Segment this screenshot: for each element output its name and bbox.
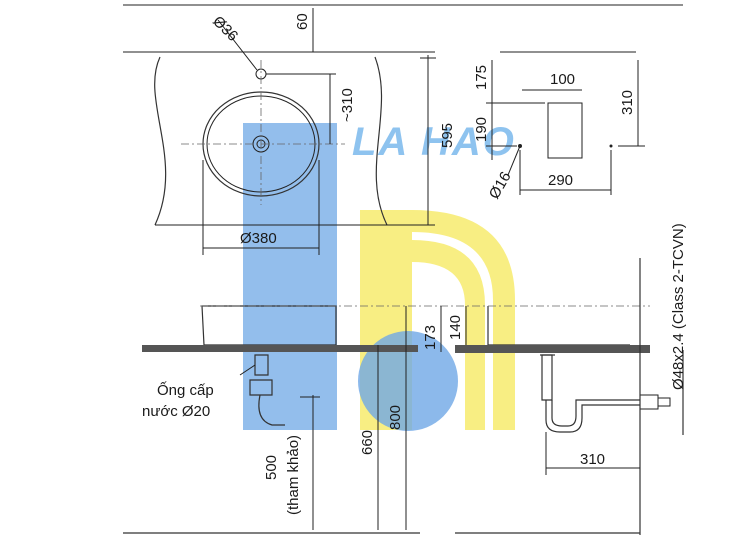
dim-wall-175: 175: [473, 65, 490, 90]
logo-yellow-arch: [412, 210, 515, 430]
logo-watermark: LA HAO: [243, 120, 516, 431]
dim-counter-800: 800: [387, 405, 404, 430]
dim-wall-290: 290: [548, 172, 573, 189]
dim-drain-pipe: Ø48x2.4 (Class 2-TCVN): [670, 223, 687, 390]
logo-blue-circle: [358, 331, 458, 431]
logo-blue-bar: [243, 123, 337, 430]
dim-supply-note: (tham khảo): [285, 435, 302, 515]
counter-slab-right: [455, 345, 650, 353]
supply-label-2: nước Ø20: [142, 403, 210, 420]
supply-label-1: Ống cấp: [157, 381, 214, 399]
counter-slab-left: [142, 345, 418, 352]
dim-wall-190: 190: [473, 117, 490, 142]
dim-wall-310: 310: [619, 90, 636, 115]
dim-supply-500: 500: [263, 455, 280, 480]
drain-pipe: [541, 354, 553, 401]
dim-basin-diameter: Ø380: [240, 230, 277, 247]
dim-595: 595: [439, 123, 456, 148]
dim-basin-140: 140: [447, 315, 464, 340]
dim-drain-hole: Ø36: [209, 13, 241, 45]
dim-wall-pipe: Ø16: [486, 169, 515, 202]
dim-basin-173: 173: [422, 325, 439, 350]
supply-valve: [254, 354, 269, 376]
logo-text: LA HAO: [352, 120, 516, 164]
dim-wall-100: 100: [550, 71, 575, 88]
wall-box: [547, 102, 583, 159]
top-view: Ø36 60 ~310 595 Ø380: [123, 4, 683, 255]
logo-yellow-arch-inner: [412, 240, 485, 430]
dim-trap-310: 310: [580, 451, 605, 468]
dim-offset-310: ~310: [339, 88, 356, 122]
p-trap: [545, 400, 640, 433]
front-view: Ống cấp nước Ø20 500 (tham khảo) 660 800…: [123, 223, 687, 535]
dim-counter-660: 660: [359, 430, 376, 455]
dim-top-clearance: 60: [294, 13, 311, 30]
